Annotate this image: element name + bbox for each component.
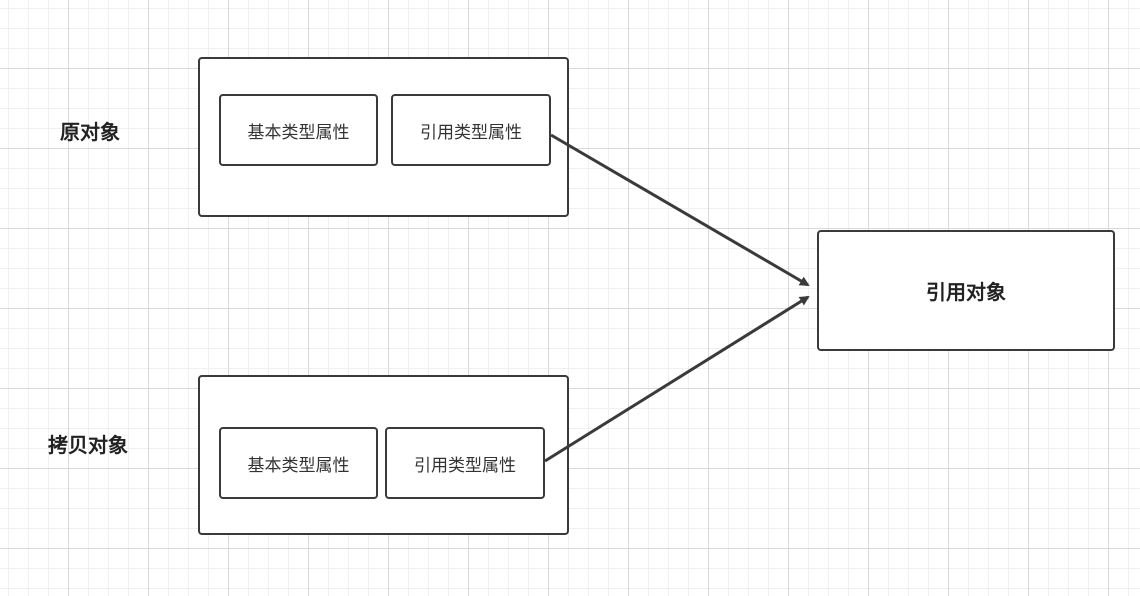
reference-object-box[interactable]: 引用对象: [817, 230, 1115, 351]
copy-to-reference-arrow: [544, 295, 810, 463]
original-object-label: 原对象: [60, 120, 120, 144]
copy-reference-field[interactable]: 引用类型属性: [385, 427, 545, 499]
copy-primitive-field[interactable]: 基本类型属性: [219, 427, 378, 499]
original-to-reference-arrow: [550, 133, 810, 287]
original-primitive-field[interactable]: 基本类型属性: [219, 94, 378, 166]
copy-object-label: 拷贝对象: [48, 433, 128, 457]
original-reference-field[interactable]: 引用类型属性: [391, 94, 551, 166]
